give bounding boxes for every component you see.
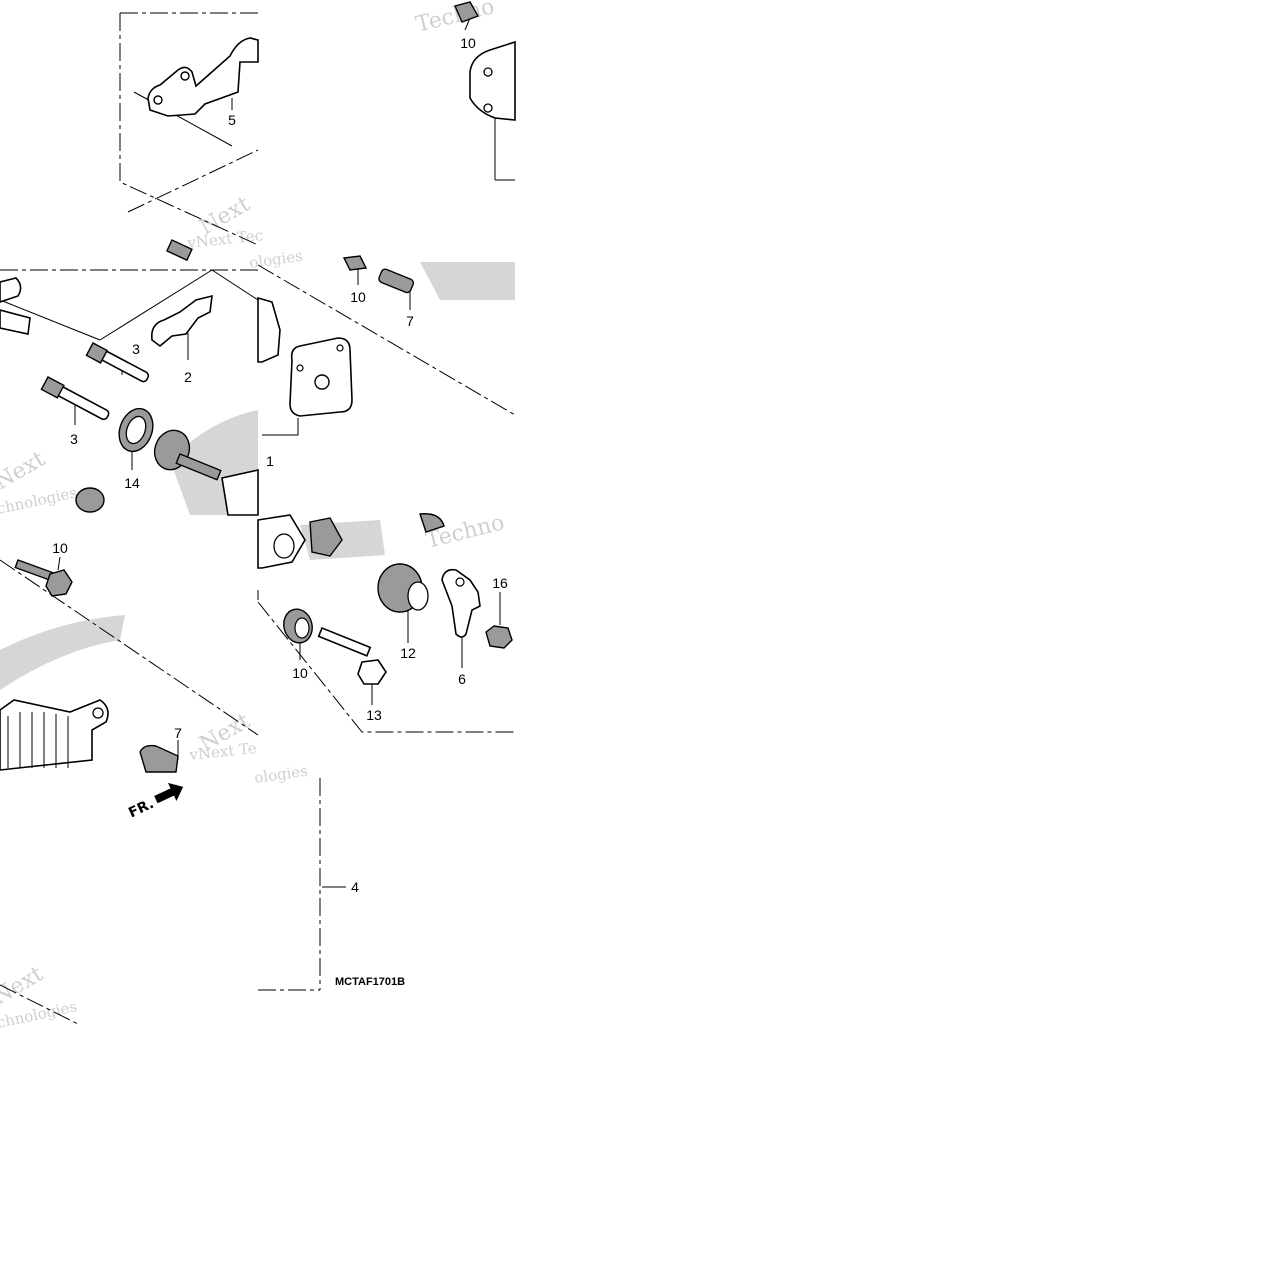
bushing-part-12 [377,563,429,613]
callout-label: 7 [174,725,182,741]
callout-label: 1 [266,453,274,469]
bore [273,533,295,559]
assembly-outlines [0,12,516,1026]
bolt-part-13 [14,559,73,597]
pin-part-3 [85,342,150,383]
arrow-icon [154,782,184,804]
nut-bore [294,617,310,639]
pad-hole [314,374,330,390]
bolt-hole [153,95,163,105]
callout-labels: 5 10 10 7 3 2 3 14 1 10 16 12 10 6 13 7 … [52,35,508,895]
sleeve-part-7 [378,268,415,294]
bolt-hole [336,344,344,352]
bolt-hole [455,577,465,587]
front-direction-indicator: FR. [126,782,184,821]
bolt-13-top [454,1,480,23]
bracket-edge [0,309,31,335]
caliper-edge-left [257,296,281,363]
callout-label: 10 [460,35,476,51]
front-label: FR. [126,796,156,821]
callout-label: 13 [366,707,382,723]
callout-label: 2 [184,369,192,385]
nut-part [75,487,105,513]
piston-part [153,429,222,481]
callout-label: 5 [228,112,236,128]
bolt-hole [483,67,493,77]
pin-part [165,239,193,262]
callout-label: 7 [406,313,414,329]
bracket-part-6 [441,568,481,638]
callout-label: 3 [132,341,140,357]
nut-part-10-top [342,255,368,271]
callout-label: 16 [492,575,508,591]
seal-inner [125,415,147,445]
pin-boot-part [419,513,445,533]
caliper-body-top [469,40,516,121]
bolt-hole [296,364,304,372]
callout-label: 3 [70,431,78,447]
clip-part-2 [150,294,213,348]
bolt-hole [180,71,190,81]
bolt-part-14 [317,626,387,685]
nut-part-16 [485,625,513,649]
caliper-body-edge [221,469,259,516]
callout-label: 10 [350,289,366,305]
boot-part [309,517,343,557]
watermark-text: ologies [248,247,304,272]
watermark-text: Next [0,962,47,1010]
bracket-part-5 [147,37,259,117]
callout-label: 10 [292,665,308,681]
watermark-text: Next [0,447,49,495]
bracket-edge [0,277,22,303]
callout-label: 14 [124,475,140,491]
bolt-hole [483,103,493,113]
callout-label: 6 [458,671,466,687]
sleeve-part-9 [139,744,179,773]
parts [0,1,516,773]
callout-label: 4 [351,879,359,895]
callout-label: 12 [400,645,416,661]
caliper-body-lower [0,699,109,771]
pin-part-3 [40,376,110,421]
callout-label: 10 [52,540,68,556]
watermark-text: ologies [253,762,309,787]
diagram-code: MCTAF1701B [335,976,405,988]
